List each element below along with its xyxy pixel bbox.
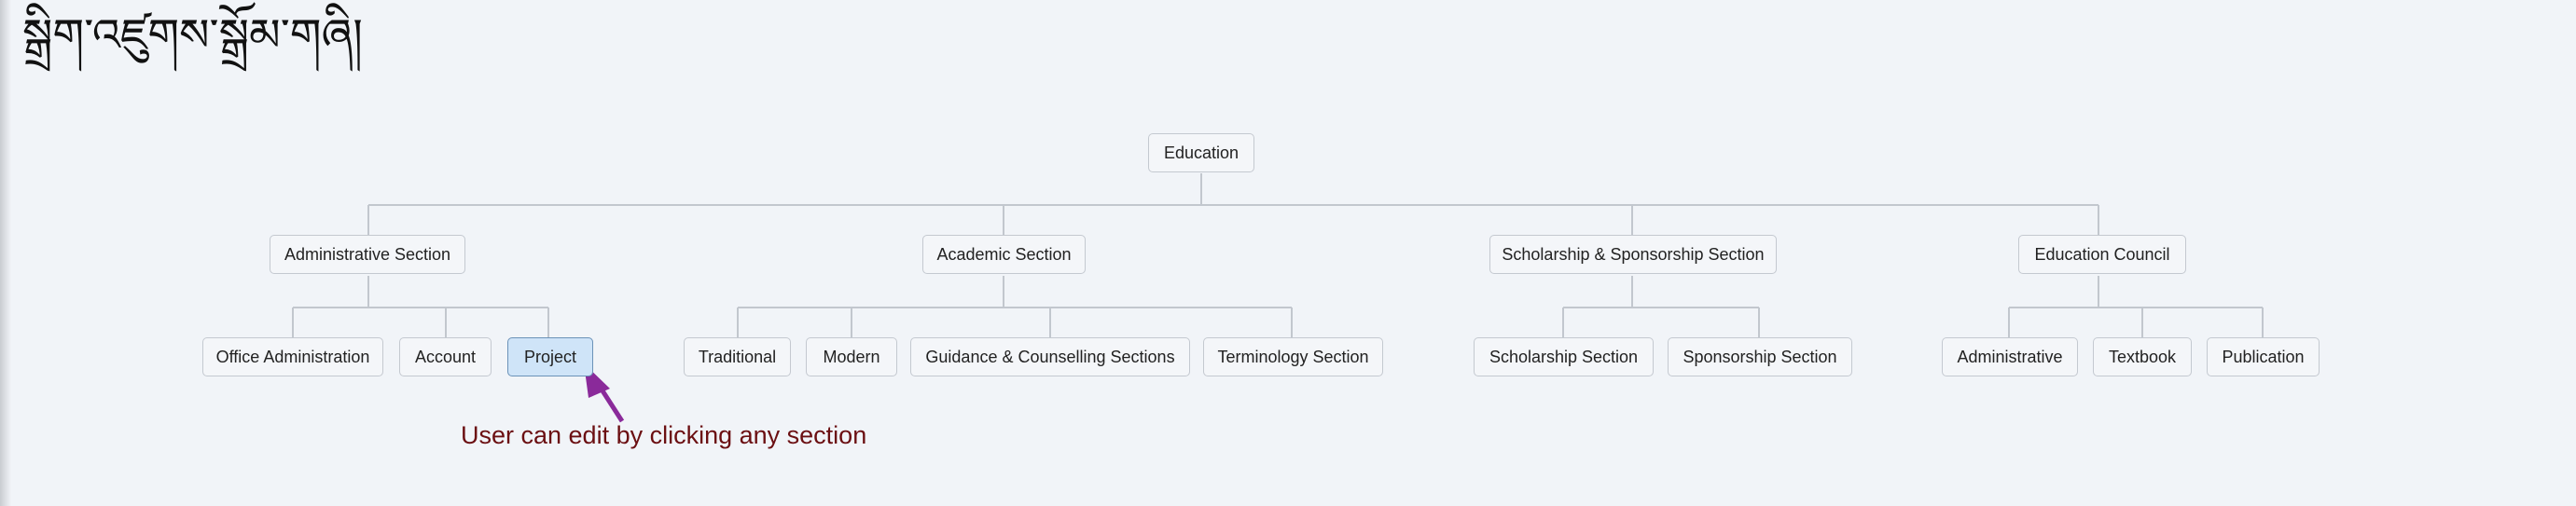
node-office-administration[interactable]: Office Administration xyxy=(202,337,383,376)
node-guidance-counselling-sections[interactable]: Guidance & Counselling Sections xyxy=(910,337,1190,376)
node-academic-section[interactable]: Academic Section xyxy=(922,235,1086,274)
node-scholarship-section[interactable]: Scholarship Section xyxy=(1474,337,1654,376)
page-title: སྒྲིག་འཛུགས་སྒྲོམ་གཞི། xyxy=(22,9,363,62)
node-publication[interactable]: Publication xyxy=(2207,337,2320,376)
node-scholarship-sponsorship-section[interactable]: Scholarship & Sponsorship Section xyxy=(1489,235,1777,274)
node-education-root[interactable]: Education xyxy=(1148,133,1254,172)
node-terminology-section[interactable]: Terminology Section xyxy=(1203,337,1383,376)
annotation-text: User can edit by clicking any section xyxy=(461,421,867,449)
node-education-council[interactable]: Education Council xyxy=(2018,235,2186,274)
node-traditional[interactable]: Traditional xyxy=(684,337,791,376)
window-edge-shadow xyxy=(0,0,11,506)
node-account[interactable]: Account xyxy=(399,337,492,376)
node-modern[interactable]: Modern xyxy=(806,337,897,376)
node-project-selected[interactable]: Project xyxy=(507,337,593,376)
node-textbook[interactable]: Textbook xyxy=(2093,337,2192,376)
node-administrative-section[interactable]: Administrative Section xyxy=(270,235,465,274)
node-administrative[interactable]: Administrative xyxy=(1942,337,2078,376)
node-sponsorship-section[interactable]: Sponsorship Section xyxy=(1668,337,1852,376)
